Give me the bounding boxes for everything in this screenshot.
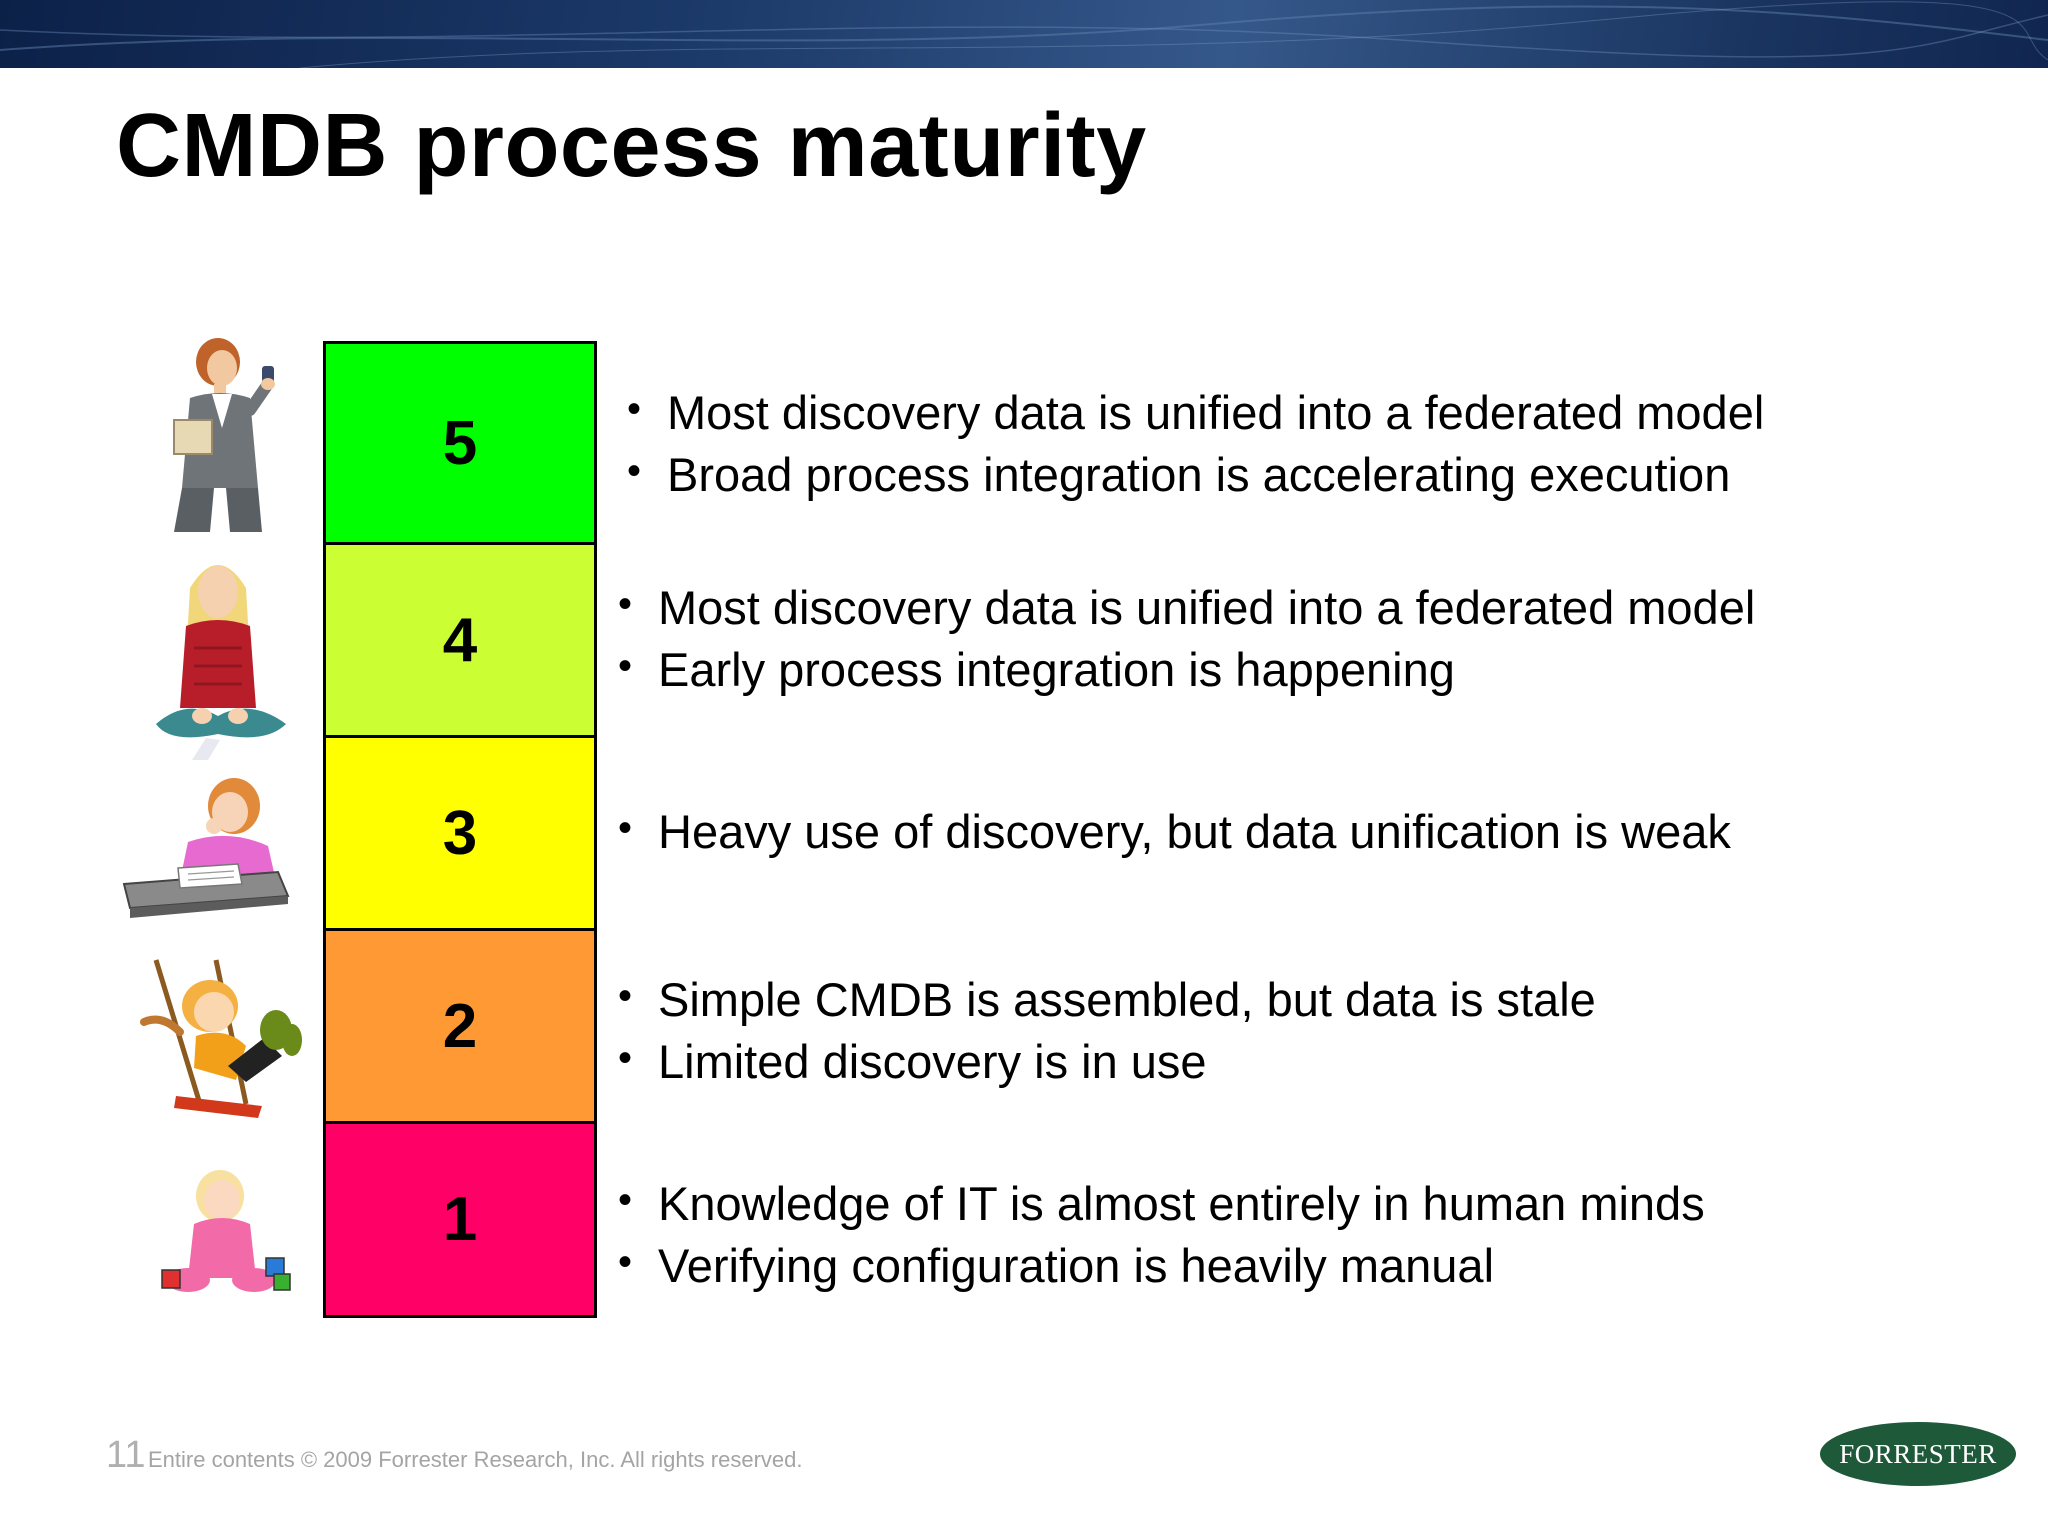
header-band-waves: [0, 1, 2048, 68]
level-4-box: 4: [323, 542, 597, 738]
bullet-item: Simple CMDB is assembled, but data is st…: [618, 965, 1596, 1031]
level-5-box: 5: [323, 341, 597, 545]
page-number: 11: [106, 1434, 146, 1476]
level-4-description: Most discovery data is unified into a fe…: [618, 573, 1755, 701]
copyright-notice: Entire contents © 2009 Forrester Researc…: [148, 1447, 803, 1472]
maturity-ladder: 5 4 3 2 1: [323, 341, 597, 1318]
forrester-logo: FORRESTER: [1820, 1422, 2016, 1486]
level-1-box: 1: [323, 1121, 597, 1318]
teen-sitting-icon: [156, 565, 286, 760]
logo-text: FORRESTER: [1839, 1438, 1997, 1469]
bullet-item: Most discovery data is unified into a fe…: [618, 573, 1755, 639]
bullet-item: Knowledge of IT is almost entirely in hu…: [618, 1169, 1705, 1235]
bullet-item: Broad process integration is acceleratin…: [627, 440, 1764, 506]
bullet-item: Most discovery data is unified into a fe…: [627, 378, 1764, 444]
student-at-desk-icon: [122, 778, 290, 918]
level-number: 5: [442, 408, 478, 478]
level-2-description: Simple CMDB is assembled, but data is st…: [618, 965, 1596, 1093]
level-2-box: 2: [323, 928, 597, 1124]
baby-with-blocks-icon: [161, 1170, 291, 1292]
level-number: 1: [442, 1185, 478, 1254]
bullet-item: Early process integration is happening: [618, 635, 1755, 701]
bullet-item: Verifying configuration is heavily manua…: [618, 1231, 1705, 1297]
page-title: CMDB process maturity: [116, 96, 1147, 196]
bullet-item: Heavy use of discovery, but data unifica…: [618, 797, 1731, 863]
bullet-item: Limited discovery is in use: [618, 1027, 1596, 1093]
level-1-description: Knowledge of IT is almost entirely in hu…: [618, 1169, 1705, 1297]
level-3-box: 3: [323, 735, 597, 931]
child-on-swing-icon: [140, 959, 302, 1118]
level-number: 4: [442, 605, 478, 675]
level-number: 3: [442, 798, 478, 868]
level-5-description: Most discovery data is unified into a fe…: [627, 378, 1764, 506]
header-band: [0, 0, 2048, 68]
woman-with-phone-icon: [173, 338, 275, 532]
level-3-description: Heavy use of discovery, but data unifica…: [618, 797, 1731, 863]
level-number: 2: [442, 991, 478, 1061]
